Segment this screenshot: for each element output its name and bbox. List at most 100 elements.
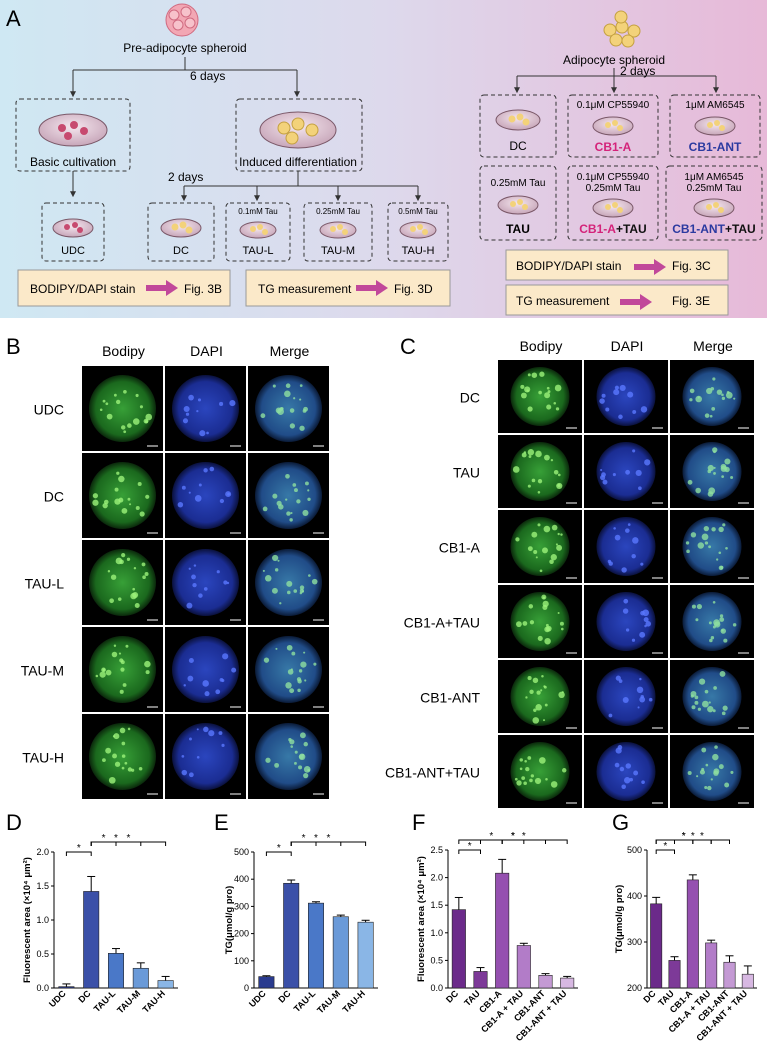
lipid-droplet xyxy=(303,773,309,779)
panel-d-letter: D xyxy=(6,810,22,835)
lipid-droplet xyxy=(600,468,603,472)
treatment-box-taum: 0.25mM Tau TAU-M xyxy=(303,202,373,262)
lipid-droplet xyxy=(557,612,560,615)
lipid-droplet xyxy=(192,582,197,588)
x-tick-label: TAU-L xyxy=(92,988,118,1014)
lipid-droplet xyxy=(144,420,149,424)
lipid-droplet xyxy=(188,567,191,570)
lipid-droplet xyxy=(117,597,122,601)
lipid-droplet xyxy=(550,781,558,788)
taul-dose: 0.1mM Tau xyxy=(238,207,277,216)
y-tick-label: 0.0 xyxy=(36,983,49,993)
significance-star: * xyxy=(114,833,118,844)
lipid-droplet xyxy=(525,696,528,699)
bodipy-box-right: BODIPY/DAPI stain Fig. 3C xyxy=(505,249,729,281)
lipid-droplet xyxy=(299,425,305,431)
lipid-droplet xyxy=(541,674,544,678)
lipid-droplet xyxy=(619,766,625,772)
lipid-droplet xyxy=(133,567,137,570)
basic-cultivation-label: Basic cultivation xyxy=(30,155,116,169)
lipid-droplet xyxy=(121,741,126,746)
lipid-droplet xyxy=(691,604,696,609)
lipid-droplet xyxy=(523,781,527,786)
lipid-droplet xyxy=(301,590,305,593)
spheroid xyxy=(172,636,239,703)
b-row-label: TAU-L xyxy=(25,576,65,592)
spheroid xyxy=(89,549,156,616)
b-micrograph xyxy=(165,714,246,799)
right-box-dc: DC xyxy=(479,94,557,158)
lipid-droplet xyxy=(689,388,695,394)
taum-dose: 0.25mM Tau xyxy=(316,207,360,216)
bar xyxy=(283,882,300,989)
y-tick-label: 1.5 xyxy=(36,881,49,891)
lipid-droplet xyxy=(538,390,542,395)
lipid-droplet xyxy=(560,627,564,631)
lipid-droplet xyxy=(535,704,542,711)
lipid-droplet xyxy=(551,524,558,531)
lipid-droplet xyxy=(544,392,551,399)
lipid-droplet xyxy=(730,770,734,774)
lipid-droplet xyxy=(710,778,713,781)
spheroid xyxy=(89,375,156,442)
lipid-droplet xyxy=(303,406,308,412)
lipid-droplet xyxy=(262,569,265,572)
lipid-droplet xyxy=(549,559,554,565)
lipid-droplet xyxy=(203,726,209,733)
lipid-droplet xyxy=(645,621,652,627)
lipid-droplet xyxy=(302,509,309,516)
lipid-droplet xyxy=(204,691,210,697)
bodipy-box-left-text: BODIPY/DAPI stain xyxy=(30,282,135,296)
x-tick-label: TAU-H xyxy=(141,988,167,1014)
right-box-tau: 0.25mM Tau TAU xyxy=(479,165,557,241)
lipid-droplet xyxy=(118,652,122,655)
lipid-droplet xyxy=(558,691,565,699)
lipid-droplet xyxy=(262,506,268,512)
lipid-droplet xyxy=(285,383,291,389)
c-row-label: CB1-A+TAU xyxy=(404,615,480,631)
lipid-droplet xyxy=(515,537,520,542)
lipid-droplet xyxy=(112,735,116,738)
lipid-droplet xyxy=(231,667,237,673)
lipid-droplet xyxy=(188,772,194,778)
lipid-droplet xyxy=(561,768,567,773)
lipid-droplet xyxy=(685,541,690,545)
lipid-droplet xyxy=(182,418,189,424)
significance-star: * xyxy=(511,831,515,842)
y-axis-label: TG(μmol/g pro) xyxy=(224,886,235,955)
lipid-droplet xyxy=(290,511,293,515)
bodipy-box-left: BODIPY/DAPI stain Fig. 3B xyxy=(17,269,231,307)
lipid-droplet xyxy=(723,638,728,643)
cb1atau-dose2: 0.25mM Tau xyxy=(586,183,641,194)
tg-box-right-text: TG measurement xyxy=(516,294,610,308)
lipid-droplet xyxy=(719,614,724,618)
significance-star: * xyxy=(691,831,695,842)
significance-star: * xyxy=(682,831,686,842)
lipid-droplet xyxy=(707,785,712,791)
bar xyxy=(538,975,553,989)
lipid-droplet xyxy=(704,785,708,790)
lipid-droplet xyxy=(177,501,184,508)
lipid-droplet xyxy=(304,481,309,486)
lipid-droplet xyxy=(687,479,693,485)
b-micrograph xyxy=(165,366,246,451)
lipid-droplet xyxy=(710,636,715,640)
lipid-droplet xyxy=(612,473,616,477)
lipid-droplet xyxy=(709,414,713,418)
lipid-droplet xyxy=(313,662,317,666)
lipid-droplet xyxy=(632,409,637,414)
x-tick-label: TAU-L xyxy=(292,988,318,1014)
lipid-droplet xyxy=(733,397,736,400)
significance-star: * xyxy=(302,833,306,844)
spheroid xyxy=(172,723,239,790)
lipid-droplet xyxy=(559,621,564,626)
lipid-droplet xyxy=(294,750,298,754)
lipid-droplet xyxy=(286,580,293,587)
tg-box-left-text: TG measurement xyxy=(258,282,352,296)
tauh-label: TAU-H xyxy=(402,245,435,257)
lipid-droplet xyxy=(544,626,551,633)
lipid-droplet xyxy=(293,488,298,493)
c-micrograph xyxy=(498,660,582,733)
lipid-droplet xyxy=(519,767,523,771)
